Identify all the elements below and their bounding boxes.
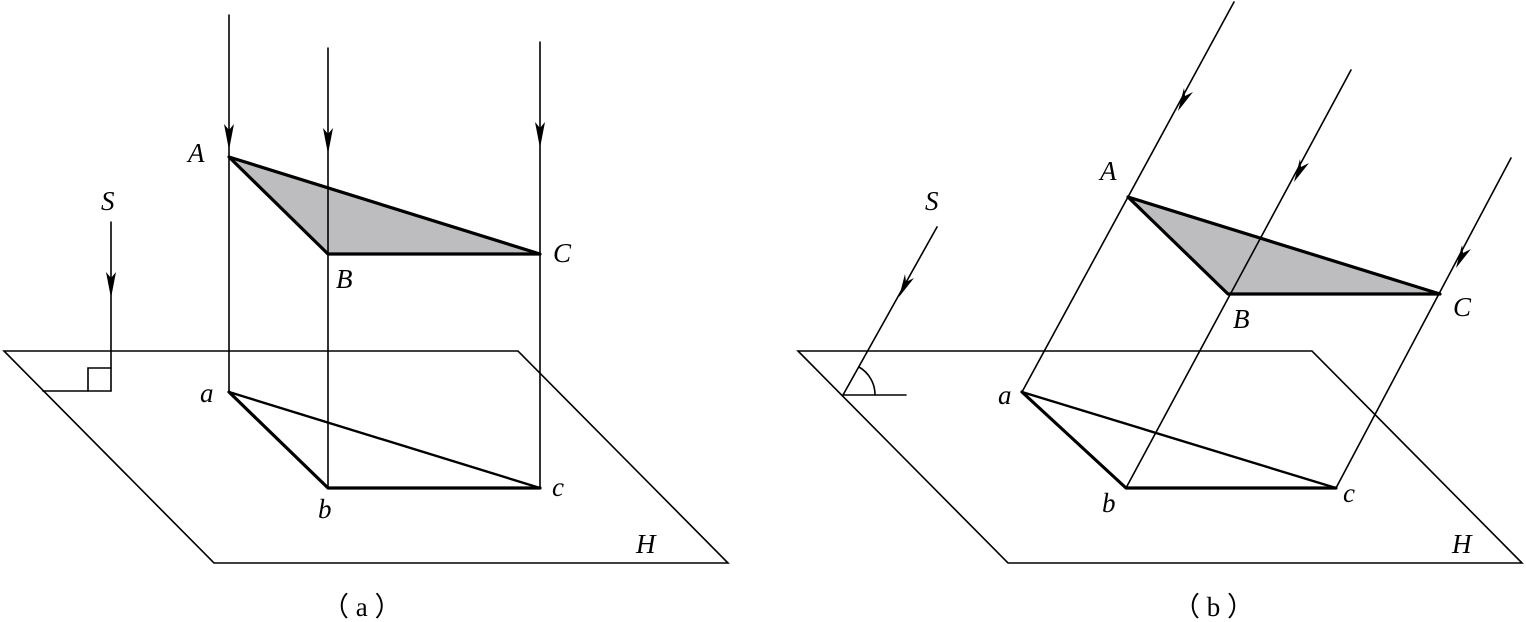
arrowhead-b [1294, 159, 1309, 182]
projection-ray-a [1021, 1, 1235, 393]
figure-a: S A B C a b c H （ a ） [2, 14, 730, 622]
source-label: S [925, 186, 939, 216]
projected-triangle-abc [227, 390, 542, 490]
arrowhead-c [535, 122, 545, 148]
arrowhead-c [1456, 245, 1471, 268]
point-label-a: a [200, 378, 214, 408]
projection-ray-b [1125, 69, 1352, 489]
plane-h [796, 350, 1524, 564]
source-arrowhead [106, 272, 116, 298]
projected-triangle-abc [1020, 390, 1338, 490]
point-label-b: b [1102, 488, 1116, 518]
source-label: S [101, 186, 115, 216]
source-arrowhead [899, 274, 914, 297]
right-angle-icon [87, 367, 112, 392]
plane-h [2, 350, 730, 564]
arrowhead-a [1178, 88, 1193, 111]
point-label-A: A [1098, 156, 1117, 186]
projection-ray-c [1335, 157, 1512, 489]
arrowhead-a [224, 124, 234, 150]
triangle-abc [227, 155, 542, 256]
figure-b: S A B C a b c H （ b ） [796, 1, 1524, 622]
figure-caption: （ b ） [1173, 592, 1254, 622]
point-label-C: C [1453, 292, 1472, 322]
plane-label: H [1451, 529, 1473, 559]
projected-edge-ac [227, 390, 542, 490]
plane-label: H [635, 529, 657, 559]
point-label-c: c [552, 472, 564, 502]
point-label-b: b [318, 494, 332, 524]
triangle-abc [1126, 195, 1442, 296]
point-label-C: C [553, 238, 572, 268]
point-label-a: a [998, 380, 1012, 410]
point-label-B: B [336, 264, 353, 294]
point-label-B: B [1233, 304, 1250, 334]
arrowhead-b [323, 128, 333, 154]
point-label-c: c [1343, 478, 1355, 508]
figure-caption: （ a ） [322, 592, 401, 622]
projected-edge-ac [1020, 390, 1338, 490]
source-direction-line [842, 226, 938, 396]
angle-arc-icon [858, 366, 876, 396]
point-label-A: A [186, 138, 205, 168]
